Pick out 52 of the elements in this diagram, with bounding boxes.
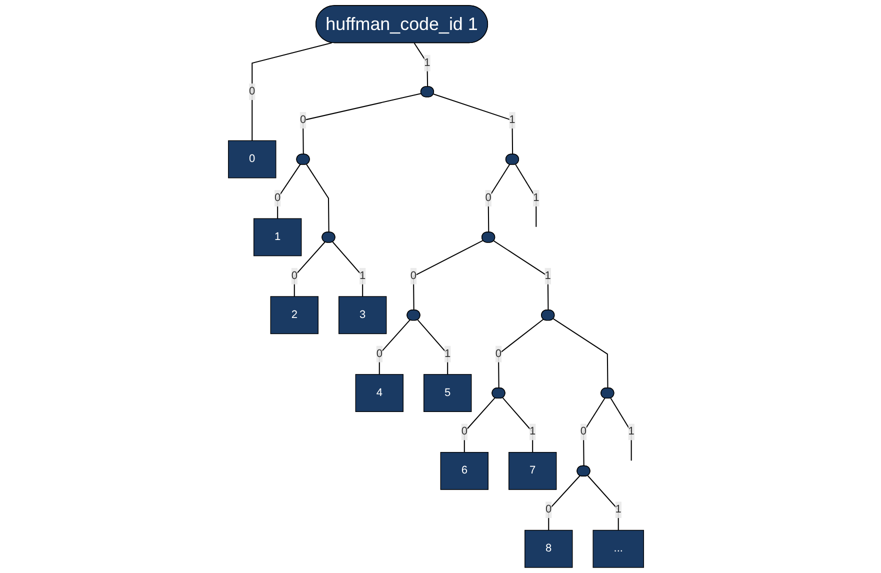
node-box: 2 [270,296,319,334]
edge-label: 1 [424,56,431,69]
connector [502,398,534,452]
edge-label: 1 [509,114,516,126]
connector [553,318,609,388]
node-box: 5 [424,374,472,412]
connector [610,398,632,461]
connector [414,42,428,87]
edge-label: 0 [546,504,552,516]
connector [494,240,550,310]
connector [418,320,448,374]
node-box: 4 [356,374,404,412]
connector [464,398,496,452]
edge-label: 1 [545,270,552,282]
connector [498,318,544,388]
edge-label: 1 [530,426,536,438]
edge-label: 0 [274,192,281,204]
edge-label: 0 [249,86,256,98]
connector [413,240,484,310]
connector [252,42,332,141]
edge-label: 1 [533,192,540,204]
connector [306,164,330,232]
connector [277,164,301,219]
edge-label: 0 [300,114,306,126]
connector [294,242,326,296]
connector [515,164,537,227]
connector [379,320,411,374]
edge-label: 0 [486,192,492,204]
node-box: 0 [228,140,277,178]
node-box: 1 [254,218,302,256]
edge-label: 1 [360,270,366,282]
edge-label: 0 [410,270,417,282]
node-box: 7 [508,452,557,490]
edge-label: 1 [444,348,451,360]
edge-label: 1 [628,426,635,438]
edge-label: 1 [616,504,622,516]
connector [332,242,364,296]
connector [583,398,606,466]
node-box: 3 [338,296,387,334]
node-box: 8 [524,530,574,568]
connector [434,94,514,154]
node-box: ... [593,530,644,568]
edge-label: 0 [292,270,298,282]
edge-label: 0 [376,348,383,360]
edge-label: 0 [496,348,502,360]
connector [588,475,620,530]
connector [548,475,581,530]
edge-label: 0 [462,426,468,438]
connector [488,164,510,232]
connector [302,93,422,154]
edge-label: 0 [580,426,587,438]
node-box: 6 [440,452,489,490]
